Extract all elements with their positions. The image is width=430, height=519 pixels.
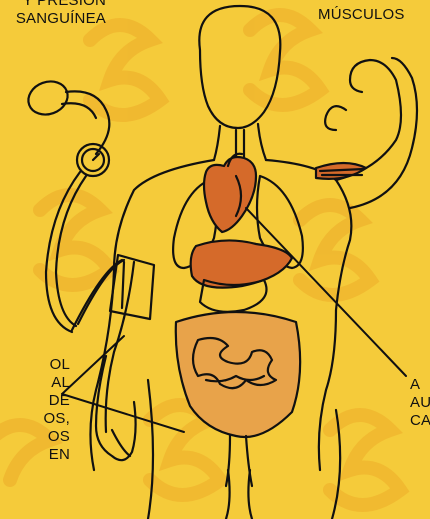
flexed-arm-icon xyxy=(316,58,417,208)
heart-icon xyxy=(204,154,256,232)
left-description-label: OL AL DE OS, OS EN xyxy=(0,356,70,464)
blood-pressure-label: Y PRESIÓN SANGUÍNEA xyxy=(0,0,106,28)
right-description-label: A AU CA xyxy=(410,376,430,430)
muscle-label: MÚSCULOS xyxy=(318,6,405,24)
sphygmomanometer-icon xyxy=(24,76,154,332)
intestines-icon xyxy=(176,312,300,486)
liver-icon xyxy=(191,240,292,311)
